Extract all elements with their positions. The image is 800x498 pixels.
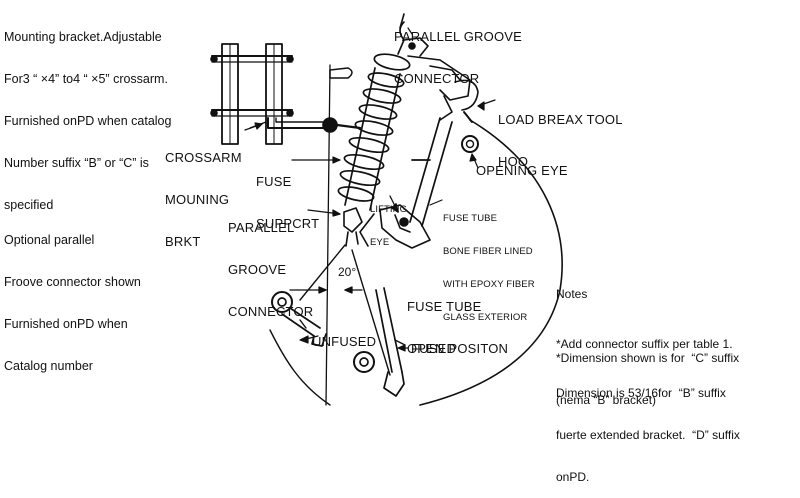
- label-line: BRKT: [165, 234, 201, 249]
- load-break-tool-label: LOAD BREAX TOOL HOO: [498, 85, 623, 183]
- label-line: LOAD BREAX TOOL: [498, 112, 623, 127]
- label-line: MOUNING: [165, 192, 230, 207]
- fuse-tube-open-position-label: FUSE TUBE OPEN POSITON: [407, 272, 508, 370]
- top-connector: [397, 13, 429, 57]
- fused-label: FUSED: [411, 341, 457, 356]
- label-line: BONE FIBER LINED: [443, 246, 533, 257]
- mounting-bracket-label: Mounting bracket.Adjustable For3 “ ×4” t…: [4, 2, 171, 226]
- label-line: PARALLEL: [228, 220, 295, 235]
- label-line: OPEN POSITON: [407, 341, 509, 356]
- angle-label: 20°: [338, 265, 357, 279]
- upper-contact: [407, 55, 479, 123]
- label-line: Froove connector shown: [4, 275, 141, 289]
- swing-line-unfused: [299, 244, 346, 301]
- lifting-eye-label: LIFTING EYE: [370, 182, 407, 259]
- note-line: onPD.: [556, 470, 590, 484]
- label-line: FUSE TUBE: [443, 213, 498, 224]
- label-line: CONNECTOR: [228, 304, 314, 319]
- fuse-support-label: FUSE SUPPCRT: [256, 147, 319, 245]
- label-line: EYE: [370, 237, 390, 248]
- label-line: Furnished onPD when: [4, 317, 128, 331]
- label-line: PARALLEL GROOVE: [394, 29, 522, 44]
- label-line: LIFTING: [370, 204, 408, 215]
- notes-title: Notes: [556, 287, 588, 301]
- mounting-bracket-line: Furnished onPD when catalog: [4, 114, 172, 128]
- note-line: Dimension is 53/16for “B” suffix: [556, 386, 726, 400]
- label-line: Optional parallel: [4, 233, 95, 247]
- diagram-drawing: [210, 13, 563, 406]
- parallel-groove-connector-mid-label: PARALLEL GROOVE CONNECTOR: [228, 193, 313, 333]
- lower-contact: [359, 204, 431, 249]
- label-line: FUSE TUBE: [407, 299, 482, 314]
- parallel-groove-connector-top-label: PARALLEL GROOVE CONNECTOR: [394, 2, 522, 100]
- crossarm-mounting-bracket-label: CROSSARM MOUNING BRKT: [165, 123, 242, 263]
- fuse-tube-description-label: FUSE TUBE BONE FIBER LINED WITH EPOXY FI…: [443, 191, 535, 334]
- note-line: fuerte extended bracket. “D” suffix: [556, 428, 740, 442]
- label-line: GROOVE: [228, 262, 287, 277]
- unfused-tube: [271, 291, 327, 347]
- label-line: Catalog number: [4, 359, 93, 373]
- label-line: WITH EPOXY FIBER: [443, 279, 535, 290]
- optional-parallel-label: Optional parallel Froove connector shown…: [4, 205, 141, 387]
- pole-tab: [329, 67, 353, 79]
- fuse-tube-closed: [409, 117, 453, 227]
- label-line: HOO: [498, 154, 529, 169]
- label-line: SUPPCRT: [256, 216, 320, 231]
- lower-connector: [343, 207, 363, 247]
- note-line: *Add connector suffix per table 1.: [556, 337, 733, 351]
- fused-tube: [353, 287, 406, 397]
- pole-line: [325, 64, 331, 406]
- note-item-1: *Add connector suffix per table 1.: [556, 309, 733, 365]
- mounting-bracket-line: For3 “ ×4” to4 “ ×5” crossarm.: [4, 72, 168, 86]
- mounting-bracket-line: specified: [4, 198, 54, 212]
- label-line: CROSSARM: [165, 150, 242, 165]
- note-line: *Dimension shown is for “C” suffix: [556, 351, 740, 365]
- fuse-cutout-diagram: Mounting bracket.Adjustable For3 “ ×4” t…: [4, 2, 740, 484]
- angle-dimension: [289, 286, 363, 294]
- swing-arc: [419, 119, 563, 406]
- mounting-bracket-line: Mounting bracket.Adjustable: [4, 30, 162, 44]
- opening-eye-label: OPENING EYE: [476, 163, 568, 178]
- label-line: GLASS EXTERIOR: [443, 312, 528, 323]
- swing-line-fused: [351, 249, 391, 376]
- swing-arc-lower: [269, 329, 331, 406]
- label-line: FUSE: [256, 174, 292, 189]
- note-item-2: *Dimension shown is for “C” suffix (nema…: [556, 323, 739, 421]
- leader-lines: [244, 27, 496, 352]
- unfused-label: UNFUSED: [312, 334, 377, 349]
- opening-eye-ring: [461, 135, 479, 153]
- mounting-bracket: [210, 43, 294, 145]
- note-line: (nema “B” bracket): [556, 393, 657, 407]
- label-line: CONNECTOR: [394, 71, 480, 86]
- insulator: [337, 53, 411, 211]
- note-item-3: Dimension is 53/16for “B” suffix fuerte …: [556, 358, 740, 498]
- mounting-bracket-line: Number suffix “B” or “C” is: [4, 156, 149, 170]
